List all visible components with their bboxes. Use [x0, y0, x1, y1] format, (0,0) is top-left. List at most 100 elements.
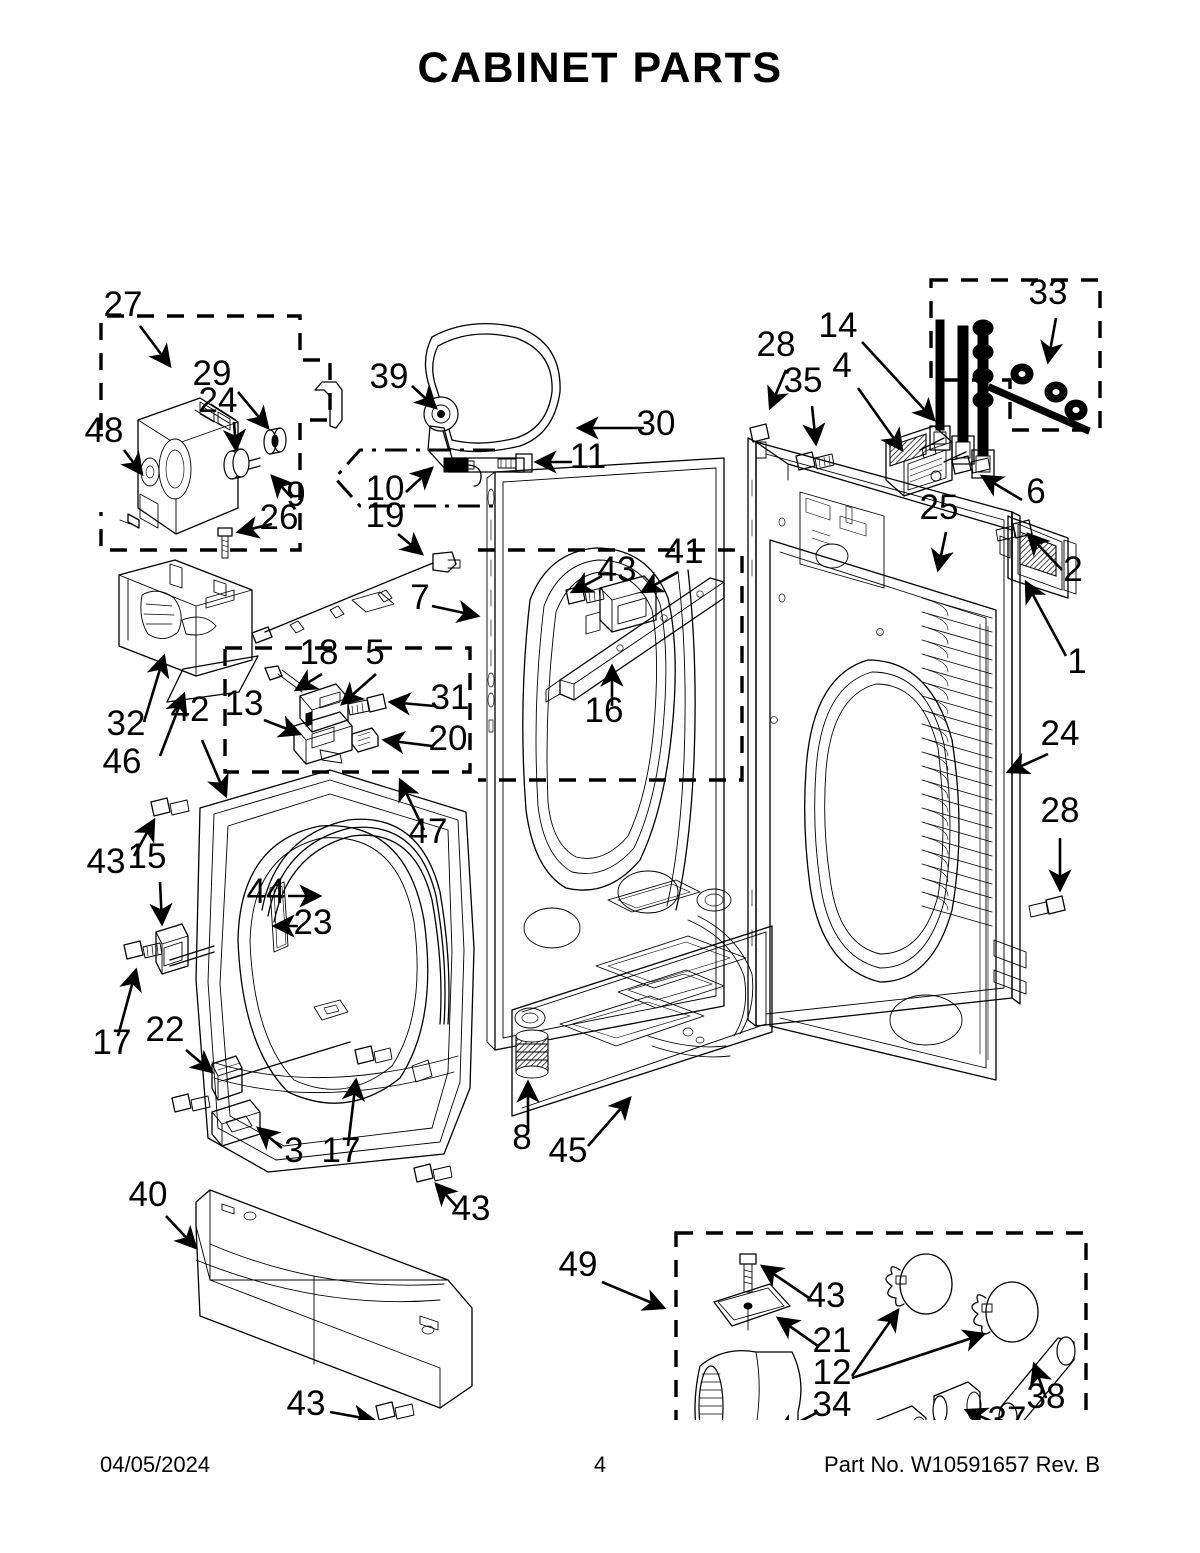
motor-bracket-part-9 [314, 381, 343, 429]
idler-pulley-part-39 [423, 396, 525, 473]
blower-seal-part-46 [166, 655, 259, 703]
footer-date: 04/05/2024 [100, 1452, 211, 1477]
callout-11: 11 [570, 437, 606, 476]
screw-part-43-doorbottom [413, 1163, 453, 1183]
callout-27: 27 [104, 285, 143, 324]
callout-13: 13 [225, 684, 264, 723]
callout-41: 41 [665, 532, 704, 571]
callout-8: 8 [512, 1118, 531, 1157]
callout-14: 14 [819, 306, 858, 345]
callout-43d: 43 [598, 550, 637, 589]
callout-48: 48 [85, 411, 124, 450]
callout-22: 22 [146, 1010, 185, 1049]
screw-part-17a [123, 940, 163, 960]
screw-part-6 [951, 455, 991, 475]
group-box-harness-dashdot [332, 448, 495, 508]
wire-clips-part-33 [987, 363, 1091, 435]
wire-harness-part-19 [251, 551, 461, 644]
callout-17a: 17 [93, 1023, 132, 1062]
cabinet-base-part-45 [511, 879, 773, 1117]
callout-31: 31 [431, 678, 470, 717]
screw-part-17c [354, 1045, 393, 1065]
vent-duct-part-38 [998, 1336, 1076, 1420]
callout-37: 37 [988, 1400, 1027, 1420]
callout-43c: 43 [287, 1384, 326, 1420]
wire-harness-part-14 [919, 319, 995, 479]
callout-1: 1 [1067, 642, 1086, 681]
vent-clamp-part-12b [971, 1281, 1039, 1343]
page-footer: 04/05/2024 4 Part No. W10591657 Rev. B [0, 1452, 1200, 1492]
callout-23: 23 [294, 903, 333, 942]
vent-clamp-part-12a [885, 1253, 953, 1315]
callout-45: 45 [549, 1131, 588, 1170]
callout-21: 21 [813, 1321, 852, 1360]
callout-46: 46 [103, 742, 142, 781]
cabinet-parts-illustration: 27 29 24 48 9 26 39 30 11 10 19 7 18 5 1… [85, 273, 1102, 1420]
screw-part-43-vent [739, 1253, 757, 1293]
callout-5: 5 [365, 633, 384, 672]
door-switch-part-41 [545, 575, 725, 703]
callout-20: 20 [429, 719, 468, 758]
door-panel-part-42 [195, 769, 475, 1173]
group-box-front-panel [478, 548, 744, 782]
page-title: CABINET PARTS [417, 44, 783, 92]
group-box-motor-assembly [99, 314, 332, 552]
vent-coupler-part-36 [875, 1405, 927, 1420]
screw-part-28b [1028, 895, 1066, 918]
footer-part-number: Part No. W10591657 Rev. B [824, 1452, 1100, 1477]
callout-44: 44 [247, 872, 286, 911]
callout-34: 34 [813, 1385, 852, 1420]
callout-30: 30 [637, 404, 676, 443]
screw-part-31 [347, 693, 387, 716]
diagram-canvas: 27 29 24 48 9 26 39 30 11 10 19 7 18 5 1… [0, 120, 1200, 1420]
callout-3: 3 [284, 1131, 303, 1170]
control-unit-part-4 [885, 425, 953, 497]
vent-elbow-part-34 [694, 1349, 802, 1420]
moisture-sensor-part-7 [351, 591, 395, 613]
callout-25: 25 [920, 488, 959, 527]
callout-43b: 43 [452, 1189, 491, 1228]
callout-12: 12 [813, 1353, 852, 1392]
leveling-leg-part-8 [515, 1029, 549, 1079]
callout-40: 40 [129, 1175, 168, 1214]
callout-24b: 24 [1041, 714, 1080, 753]
callout-32: 32 [107, 704, 146, 743]
hinge-part-15 [155, 923, 215, 975]
callout-6: 6 [1026, 472, 1045, 511]
motor-pulley-part-24 [223, 448, 250, 480]
screw-part-17b [171, 1093, 211, 1113]
cabinet-side-panel-part-24 [769, 539, 1027, 1081]
group-box-vent-kit [674, 1231, 1088, 1420]
motor-screw-part-26 [217, 527, 233, 559]
vent-cover-part-21 [713, 1283, 791, 1331]
callout-43a: 43 [87, 842, 126, 881]
callout-9: 9 [286, 475, 305, 514]
callout-39: 39 [370, 357, 409, 396]
connector-part-20 [351, 727, 379, 753]
bracket-part-13 [293, 711, 353, 765]
callout-19: 19 [366, 496, 405, 535]
callout-18: 18 [300, 633, 339, 672]
callout-49: 49 [559, 1245, 598, 1284]
callout-29: 29 [193, 354, 232, 393]
screw-part-28a [749, 423, 770, 459]
callout-42: 42 [171, 690, 210, 729]
callout-10: 10 [366, 469, 405, 508]
callout-numbers: 27 29 24 48 9 26 39 30 11 10 19 7 18 5 1… [85, 273, 1087, 1420]
front-panel-part-16 [486, 457, 725, 1051]
motor-clamp-part-29 [263, 427, 287, 455]
callout-7: 7 [410, 578, 429, 617]
screw-part-43-toe [375, 1401, 415, 1420]
blower-housing-part-32 [118, 559, 253, 677]
callout-36: 36 [954, 1419, 993, 1420]
callout-28b: 28 [1041, 791, 1080, 830]
callout-47: 47 [409, 812, 448, 851]
leader-lines [116, 317, 1072, 1420]
catch-part-22 [211, 1041, 351, 1101]
idler-screw-part-11 [497, 453, 533, 473]
screw-part-43-doortop [150, 797, 190, 817]
callout-16: 16 [585, 691, 624, 730]
screw-part-35 [795, 451, 835, 471]
callout-4: 4 [832, 346, 851, 385]
